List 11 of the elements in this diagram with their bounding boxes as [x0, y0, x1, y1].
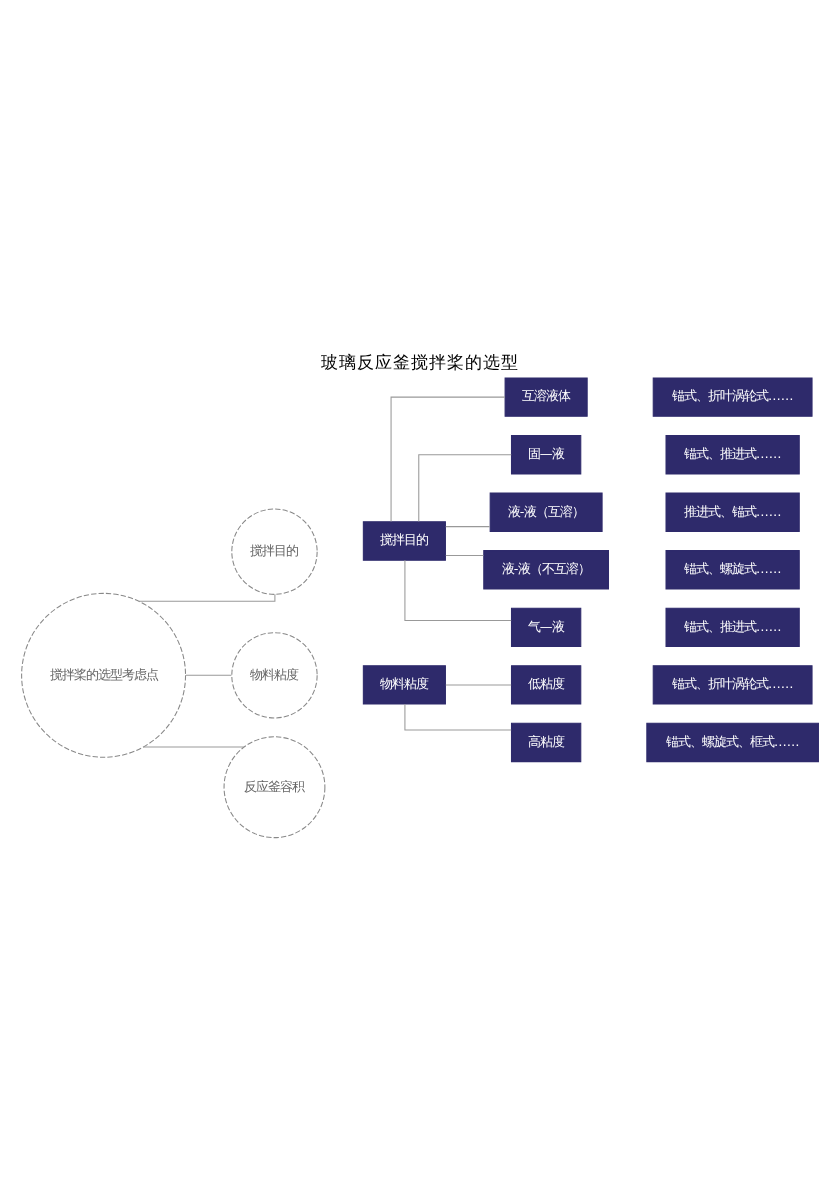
connector	[404, 559, 512, 621]
connector	[143, 746, 245, 748]
connector	[404, 703, 512, 731]
connector	[445, 684, 512, 686]
connector	[445, 554, 484, 556]
connector	[138, 593, 276, 602]
connector	[418, 454, 512, 522]
connector	[445, 526, 491, 528]
connector	[390, 396, 506, 523]
connector	[185, 674, 232, 676]
diagram-title: 玻璃反应釜搅拌桨的选型	[321, 354, 519, 375]
